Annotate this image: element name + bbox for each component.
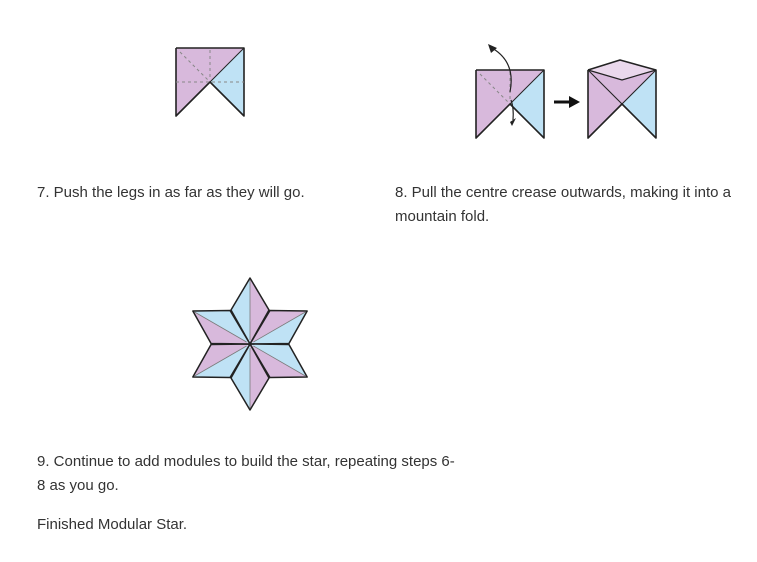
finished-caption: Finished Modular Star. [37, 516, 188, 533]
step-9-caption: 9. Continue to add modules to build the … [37, 453, 455, 494]
step-7-caption: 7. Push the legs in as far as they will … [37, 184, 305, 201]
finished-star-diagram [192, 277, 308, 411]
star-petal [192, 309, 251, 345]
step-8-before [475, 69, 545, 139]
step-8-caption: 8. Pull the centre crease outwards, maki… [395, 184, 732, 225]
step-8-after [587, 59, 657, 139]
arrow-right-icon [554, 96, 580, 108]
step-8-diagram [475, 44, 657, 139]
curved-arrow-icon [488, 44, 516, 126]
step-7-diagram [175, 47, 245, 117]
